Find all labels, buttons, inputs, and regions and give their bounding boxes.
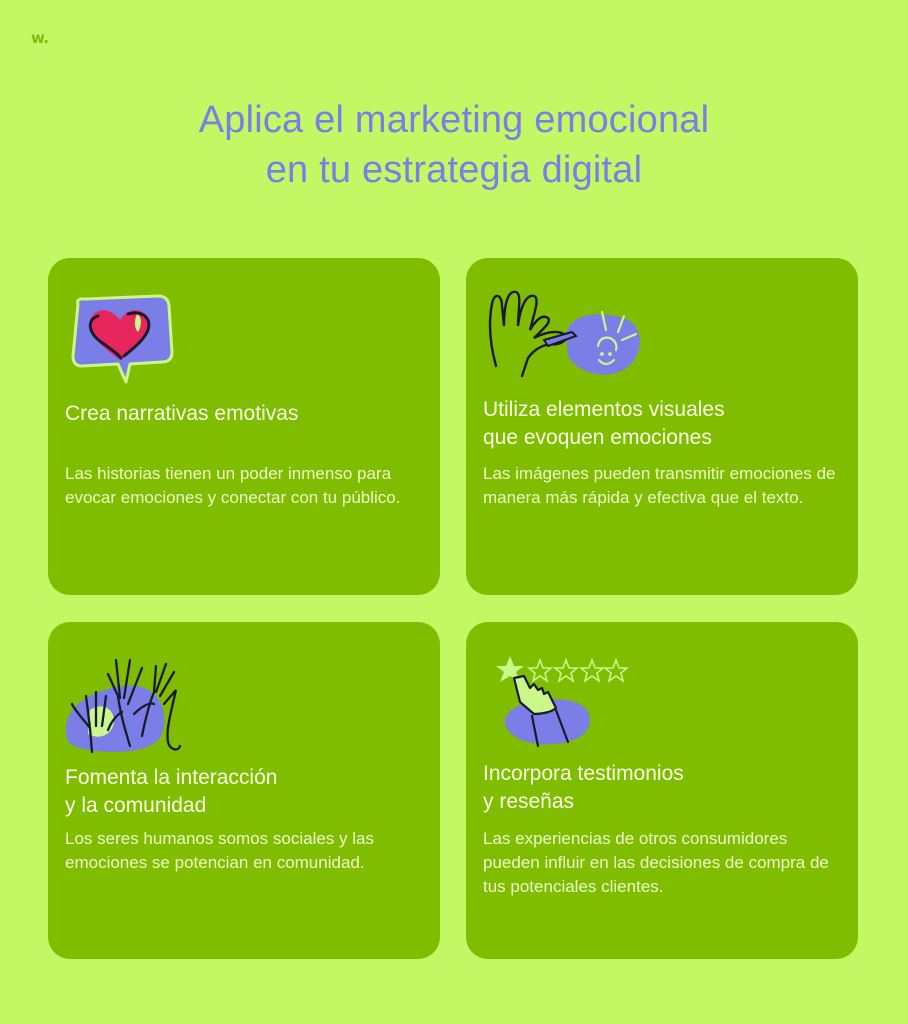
brand-logo: w. — [31, 29, 49, 47]
card-narrativas: Crea narrativas emotivas Las historias t… — [48, 258, 440, 595]
raised-hands-icon — [65, 658, 182, 754]
card-title: Crea narrativas emotivas — [65, 402, 299, 425]
card-title: Utiliza elementos visuales que evoquen e… — [483, 398, 725, 449]
empty-stars-icon — [526, 657, 630, 683]
title-line-1: Aplica el marketing emocional — [198, 99, 710, 141]
hand-drawing-smiley-sun-icon — [488, 290, 640, 378]
card-testimonios-resenas: Incorpora testimonios y reseñas Las expe… — [466, 622, 858, 959]
hand-rating-stars-icon — [496, 656, 630, 748]
card-interaccion-comunidad: Fomenta la interacción y la comunidad Lo… — [48, 622, 440, 959]
card-title: Incorpora testimonios y reseñas — [483, 762, 684, 813]
card-body: Las experiencias de otros consumidores p… — [483, 829, 829, 896]
filled-star-icon — [496, 656, 524, 682]
card-body: Los seres humanos somos sociales y las e… — [65, 829, 374, 872]
card-title: Fomenta la interacción y la comunidad — [65, 766, 278, 817]
card-body: Las imágenes pueden transmitir emociones… — [483, 464, 836, 507]
page-title: Aplica el marketing emocional en tu estr… — [0, 95, 908, 195]
card-body: Las historias tienen un poder inmenso pa… — [65, 464, 401, 507]
heart-speech-bubble-icon — [71, 294, 174, 384]
title-line-2: en tu estrategia digital — [265, 149, 643, 191]
card-elementos-visuales: Utiliza elementos visuales que evoquen e… — [466, 258, 858, 595]
